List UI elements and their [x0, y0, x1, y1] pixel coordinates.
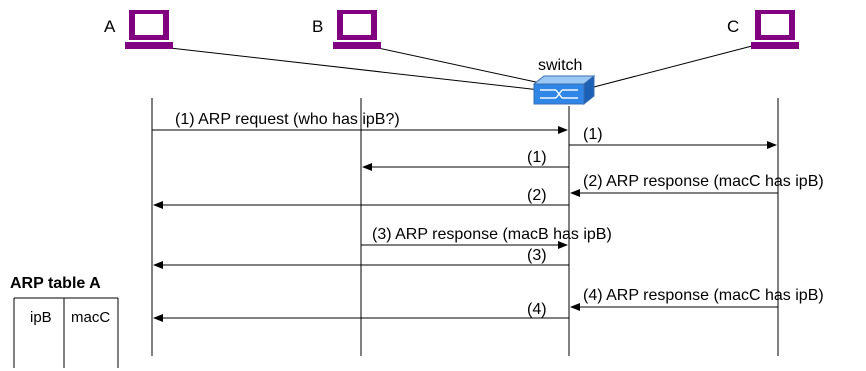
- host-b: B: [312, 10, 381, 49]
- arp-table-ip-cell: ipB: [30, 309, 52, 326]
- cable-a-switch: [169, 47, 541, 91]
- host-c-label: C: [727, 17, 739, 36]
- msg-4-to-a-label: (4): [527, 301, 547, 318]
- msg-1-label: (1) ARP request (who has ipB?): [175, 111, 400, 128]
- switch-label: switch: [538, 57, 582, 74]
- arp-table-mac-cell: macC: [71, 309, 110, 326]
- msg-3-to-a-label: (3): [527, 247, 547, 264]
- host-a-label: A: [104, 17, 116, 36]
- cable-b-switch: [377, 47, 546, 85]
- cable-c-switch: [589, 45, 753, 89]
- host-b-label: B: [312, 17, 323, 36]
- switch-arrows-icon: [540, 89, 578, 99]
- arp-table-a: ARP table A ipB macC: [10, 275, 119, 368]
- host-b-screen: [343, 14, 371, 35]
- msg-2-label: (2) ARP response (macC has ipB): [583, 173, 824, 190]
- host-c-screen: [761, 14, 789, 35]
- arp-table-title: ARP table A: [10, 275, 101, 292]
- msg-3-label: (3) ARP response (macB has ipB): [372, 226, 612, 243]
- msg-1-to-b-label: (1): [527, 149, 547, 166]
- host-a: A: [104, 10, 173, 49]
- host-a-base: [125, 42, 173, 49]
- switch: switch: [532, 57, 596, 106]
- msg-2-to-a-label: (2): [527, 187, 547, 204]
- host-c-base: [751, 42, 799, 49]
- msg-1-to-c-label: (1): [583, 126, 603, 143]
- host-a-screen: [135, 14, 163, 35]
- host-b-base: [333, 42, 381, 49]
- host-c: C: [727, 10, 799, 49]
- msg-4-label: (4) ARP response (macC has ipB): [583, 287, 824, 304]
